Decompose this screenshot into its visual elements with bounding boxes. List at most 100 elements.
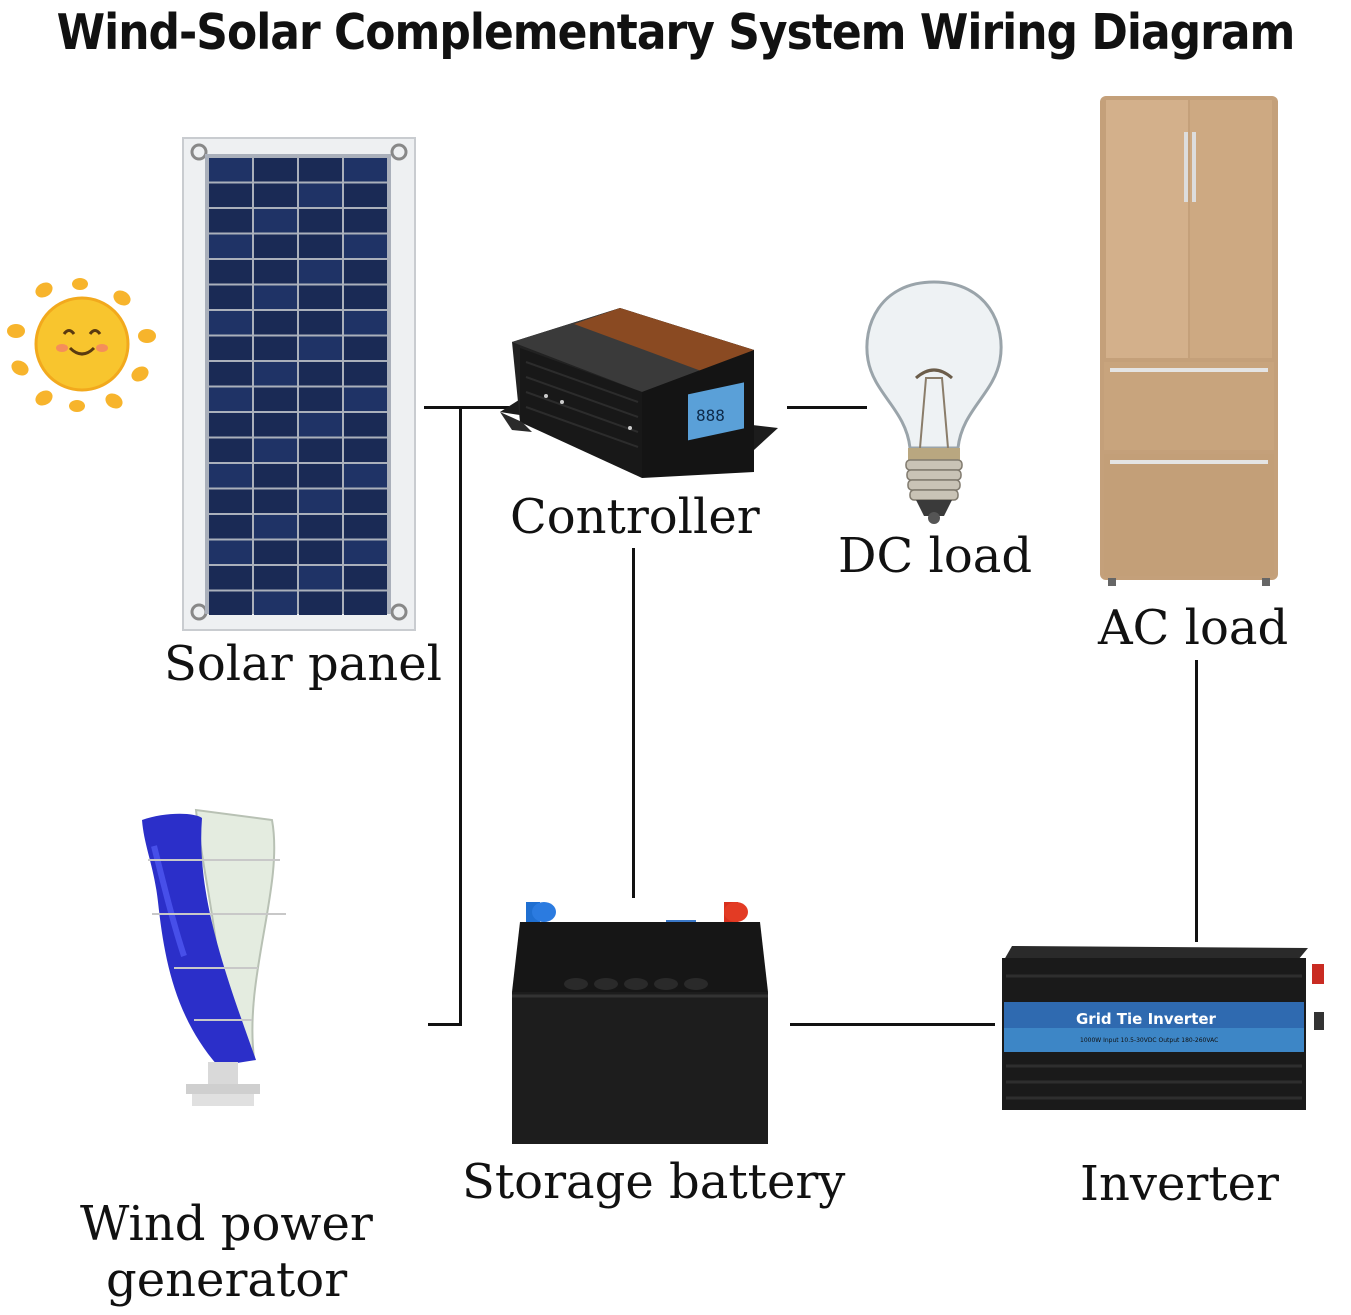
solar-cell	[299, 260, 342, 284]
solar-cell	[209, 540, 252, 564]
solar-cell	[254, 515, 297, 539]
solar-cell	[209, 158, 252, 182]
solar-cell	[299, 591, 342, 615]
solar-cell	[209, 336, 252, 360]
solar-cell	[344, 183, 387, 207]
solar-cell	[209, 515, 252, 539]
solar-cell	[254, 387, 297, 411]
solar-cell	[299, 158, 342, 182]
label-inverter: Inverter	[1080, 1156, 1279, 1212]
solar-cell	[254, 591, 297, 615]
solar-cell	[254, 158, 297, 182]
solar-cell	[254, 234, 297, 258]
solar-cell	[344, 464, 387, 488]
solar-cell	[254, 489, 297, 513]
inverter-spec-text: 1000W Input 10.5-30VDC Output 180-260VAC	[1080, 1037, 1218, 1044]
solar-cell	[209, 260, 252, 284]
solar-cell	[209, 183, 252, 207]
inverter-image: Grid Tie Inverter 1000W Input 10.5-30VDC…	[1002, 946, 1324, 1110]
solar-cell	[254, 540, 297, 564]
label-storage-battery: Storage battery	[462, 1154, 846, 1210]
solar-cell	[209, 311, 252, 335]
solar-cell	[299, 438, 342, 462]
solar-cell	[254, 336, 297, 360]
solar-cell	[209, 413, 252, 437]
refrigerator-image	[1100, 96, 1278, 586]
wind-turbine-image	[142, 808, 286, 1106]
solar-cell	[344, 413, 387, 437]
label-wind-generator-line1: Wind power	[80, 1196, 373, 1252]
solar-cell	[299, 464, 342, 488]
solar-cell	[299, 387, 342, 411]
solar-cell	[209, 464, 252, 488]
wire-controller-to-battery	[632, 548, 635, 898]
solar-cell	[344, 438, 387, 462]
label-solar-panel: Solar panel	[164, 636, 442, 692]
solar-cell	[299, 234, 342, 258]
solar-cell	[209, 362, 252, 386]
solar-cell	[344, 158, 387, 182]
solar-cell	[209, 209, 252, 233]
wire-bus-vertical	[459, 406, 462, 1026]
wire-wind-to-bus	[428, 1023, 462, 1026]
inverter-panel-text: Grid Tie Inverter	[1076, 1010, 1217, 1028]
solar-cell	[299, 566, 342, 590]
solar-cell	[254, 464, 297, 488]
solar-cell	[299, 489, 342, 513]
solar-cell	[344, 489, 387, 513]
battery-image	[512, 902, 768, 1144]
solar-cell	[344, 285, 387, 309]
solar-cell	[344, 336, 387, 360]
solar-cell	[254, 413, 297, 437]
solar-cell	[254, 183, 297, 207]
solar-cell	[299, 311, 342, 335]
label-controller: Controller	[510, 489, 760, 545]
solar-cell	[209, 285, 252, 309]
solar-cell	[209, 438, 252, 462]
solar-cell	[344, 234, 387, 258]
solar-cell	[299, 336, 342, 360]
solar-cell	[344, 540, 387, 564]
solar-cell	[209, 387, 252, 411]
wire-inverter-to-acload	[1195, 660, 1198, 942]
solar-cell	[254, 285, 297, 309]
diagram-title: Wind-Solar Complementary System Wiring D…	[56, 4, 1296, 62]
label-ac-load: AC load	[1098, 600, 1289, 656]
wire-controller-to-dcload	[787, 406, 867, 409]
solar-cell	[299, 362, 342, 386]
solar-cell	[344, 260, 387, 284]
solar-cell	[344, 566, 387, 590]
solar-cell	[209, 234, 252, 258]
solar-cell	[254, 260, 297, 284]
solar-cell	[344, 387, 387, 411]
solar-cell	[299, 285, 342, 309]
label-dc-load: DC load	[838, 528, 1033, 584]
solar-cell	[254, 209, 297, 233]
solar-cell	[299, 183, 342, 207]
sun-icon	[7, 278, 156, 412]
solar-cell	[344, 209, 387, 233]
solar-cell	[254, 566, 297, 590]
wire-solar-to-bus	[424, 406, 462, 409]
solar-cell	[344, 311, 387, 335]
solar-cell	[299, 540, 342, 564]
solar-cell	[299, 209, 342, 233]
controller-display: 888	[696, 406, 725, 425]
solar-cell	[299, 515, 342, 539]
solar-cell	[344, 591, 387, 615]
solar-panel-image	[182, 137, 416, 631]
solar-cell	[209, 489, 252, 513]
label-wind-generator-line2: generator	[106, 1252, 348, 1308]
solar-cell	[209, 566, 252, 590]
solar-cell	[254, 438, 297, 462]
wire-bus-to-controller	[459, 406, 509, 409]
wire-battery-to-inverter	[790, 1023, 995, 1026]
solar-cell	[254, 362, 297, 386]
light-bulb-image	[865, 280, 1003, 524]
solar-cell	[209, 591, 252, 615]
solar-cell	[254, 311, 297, 335]
solar-cell	[344, 362, 387, 386]
controller-image: 888	[500, 308, 778, 478]
solar-cell	[299, 413, 342, 437]
solar-cell	[344, 515, 387, 539]
